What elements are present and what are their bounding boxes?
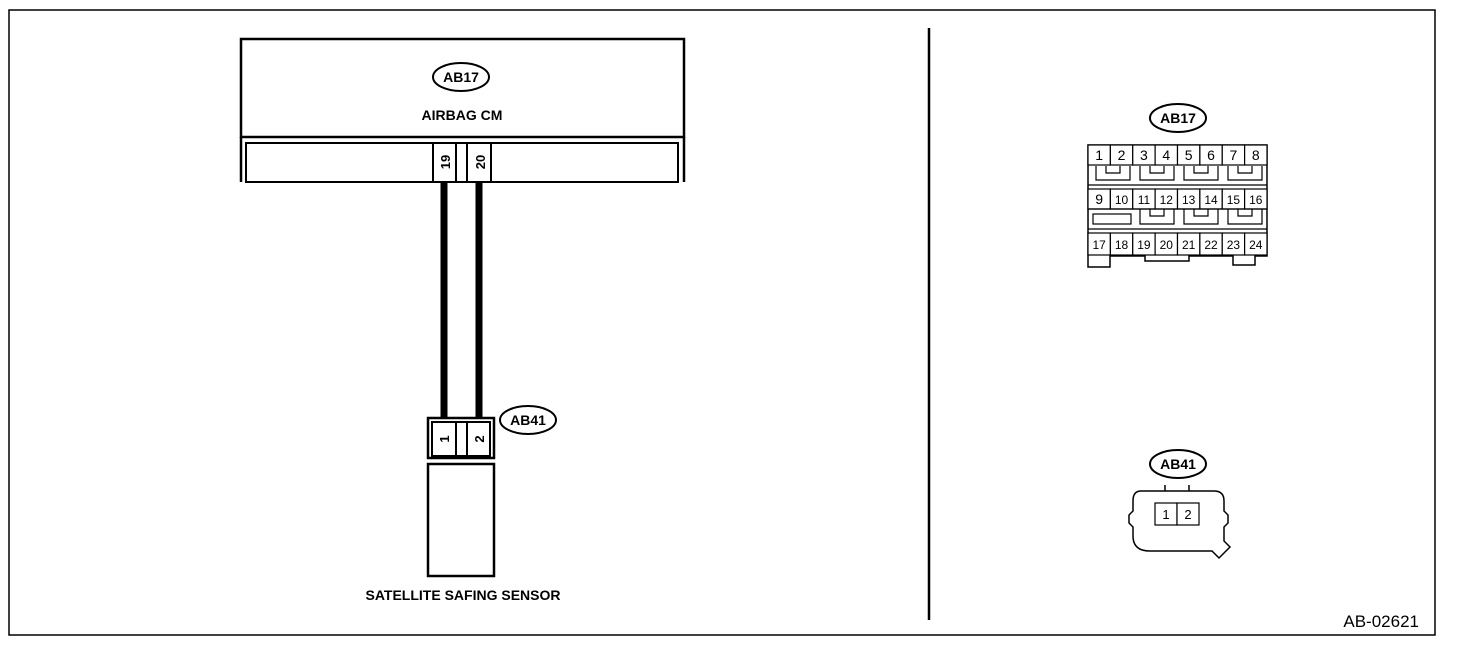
ab41-pin-2-cell <box>1176 502 1200 526</box>
airbag-cm-connector-label: AB17 <box>443 69 479 85</box>
ab17-pin-label: 3 <box>1140 147 1148 163</box>
sensor-body <box>426 462 496 578</box>
ab41-connector-view: AB41 1 2 <box>1128 449 1232 560</box>
ab17-pin-label: 14 <box>1204 193 1218 207</box>
ab17-pin-cell <box>1244 232 1268 256</box>
ab41-view-label: AB41 <box>1160 456 1196 472</box>
terminal-19-label: 19 <box>438 155 453 169</box>
ab17-pin-label: 15 <box>1227 193 1241 207</box>
sensor-label: SATELLITE SAFING SENSOR <box>366 587 561 603</box>
ab41-view-tag: AB41 <box>1149 449 1207 479</box>
ab41-pin-2-label: 2 <box>1184 507 1191 522</box>
ab17-view-label: AB17 <box>1160 110 1196 126</box>
ab17-pin-label: 9 <box>1095 191 1103 207</box>
ab17-pin-label: 5 <box>1185 147 1193 163</box>
ab17-pin-label: 18 <box>1115 238 1129 252</box>
ab17-view-tag: AB17 <box>1149 103 1207 133</box>
ab17-pin-label: 10 <box>1115 193 1129 207</box>
ab17-pin-label: 6 <box>1207 147 1215 163</box>
terminal-1-cell <box>431 421 457 457</box>
ab17-pin-label: 22 <box>1204 238 1218 252</box>
ab17-pin-label: 16 <box>1249 193 1263 207</box>
ab17-pin-label: 8 <box>1252 147 1260 163</box>
ab17-pin-label: 11 <box>1138 193 1151 207</box>
terminal-1-label: 1 <box>437 435 452 442</box>
ab17-pin-label: 4 <box>1162 147 1170 163</box>
ab17-pin-cell <box>1244 144 1268 166</box>
airbag-cm-unit: AB17 AIRBAG CM 19 20 <box>239 37 686 183</box>
ab17-pin-label: 19 <box>1137 238 1151 252</box>
ab17-pin-label: 7 <box>1230 147 1238 163</box>
sensor-unit: 1 2 AB41 SATELLITE SAFING SENSOR <box>366 405 561 603</box>
diagram-frame <box>8 9 1436 636</box>
ab17-pin-label: 13 <box>1182 193 1196 207</box>
terminal-20-label: 20 <box>473 155 488 169</box>
sensor-connector-tag: AB41 <box>499 405 557 435</box>
ab17-pin-label: 24 <box>1249 238 1263 252</box>
sensor-connector-label: AB41 <box>510 412 546 428</box>
terminal-2-cell <box>466 421 491 457</box>
diagram-id-label: AB-02621 <box>1343 612 1419 631</box>
ab17-pin-label: 17 <box>1093 238 1107 252</box>
ab17-pin-label: 2 <box>1118 147 1126 163</box>
ab17-pin-label: 20 <box>1160 238 1174 252</box>
terminal-2-label: 2 <box>472 435 487 442</box>
ab41-pin-1-label: 1 <box>1162 507 1169 522</box>
ab17-pin-label: 23 <box>1227 238 1241 252</box>
ab17-pin-label: 1 <box>1095 147 1103 163</box>
airbag-cm-connector-tag: AB17 <box>432 62 490 92</box>
ab17-pin-label: 21 <box>1182 238 1196 252</box>
airbag-cm-label: AIRBAG CM <box>422 107 503 123</box>
ab17-pin-label: 12 <box>1160 193 1174 207</box>
